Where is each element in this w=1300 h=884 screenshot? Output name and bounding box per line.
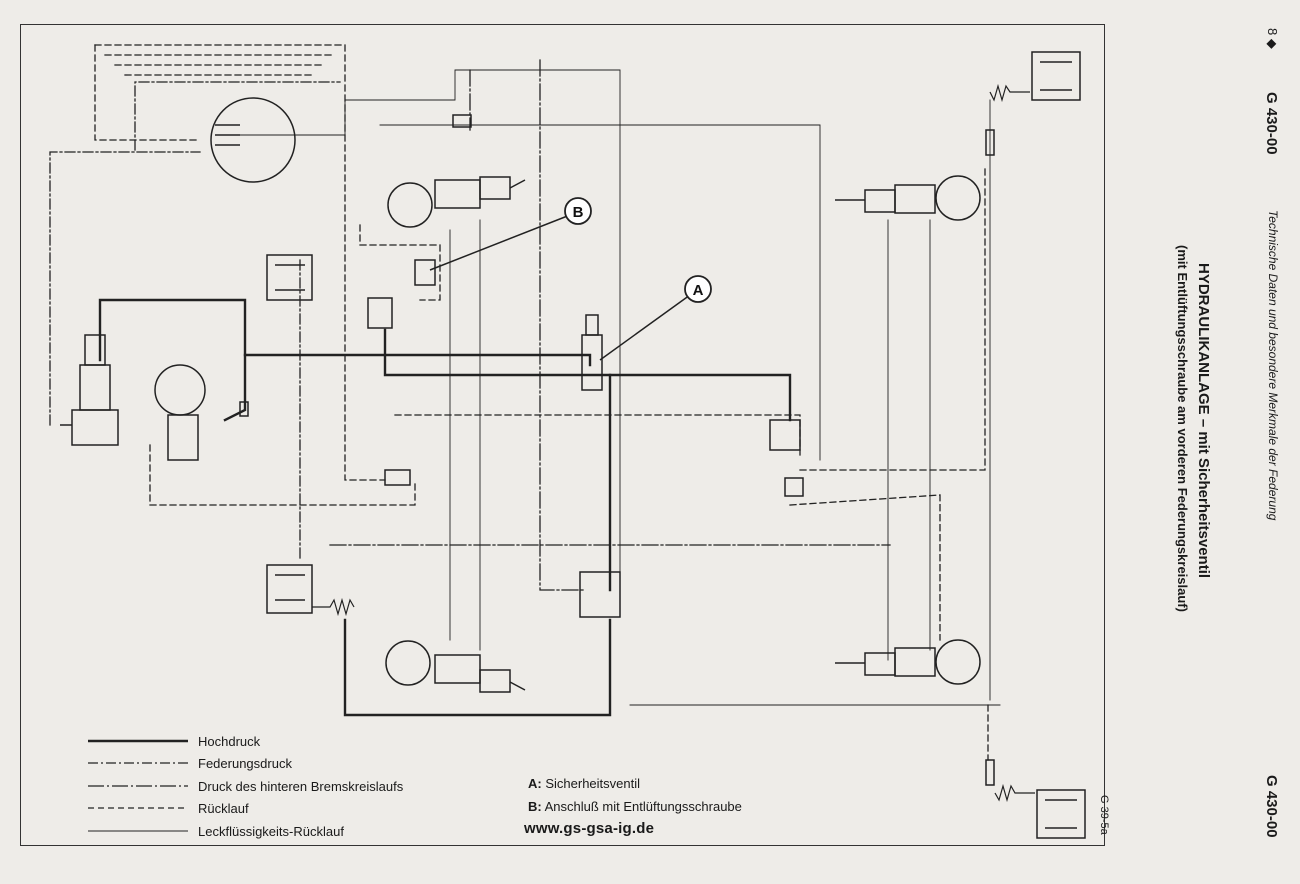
legend-line-long-dash-dot xyxy=(88,785,188,787)
note-b: B: Anschluß mit Entlüftungsschraube xyxy=(528,799,742,814)
diagram-subtitle: (mit Entlüftungsschraube am vorderen Fed… xyxy=(1175,245,1190,612)
note-a: A: Sicherheitsventil xyxy=(528,776,640,791)
legend-line-dashed xyxy=(88,807,188,809)
svg-text:B: B xyxy=(573,204,584,221)
page-number: 8 ◆ xyxy=(1265,28,1280,49)
legend-leckfluessigkeit: Leckflüssigkeits-Rücklauf xyxy=(88,821,344,841)
valves xyxy=(367,114,995,786)
doc-code-bottom: G 430-00 xyxy=(1263,775,1280,838)
drawing-frame xyxy=(20,24,1105,846)
legend-line-thin xyxy=(88,830,188,832)
pressure-regulator-sphere xyxy=(210,97,296,183)
legend-bremskreislauf: Druck des hinteren Bremskreislaufs xyxy=(88,776,403,796)
legend-hochdruck: Hochdruck xyxy=(88,731,260,751)
high-pressure-lines xyxy=(98,298,792,717)
svg-text:A: A xyxy=(693,282,704,299)
note-text: Anschluß mit Entlüftungsschraube xyxy=(544,799,742,814)
marker-b-pointer xyxy=(429,214,571,271)
front-right-suspension xyxy=(835,175,981,221)
front-left-suspension xyxy=(387,176,526,228)
legend-label: Hochdruck xyxy=(198,733,261,749)
legend-line-dash-dot xyxy=(88,762,188,764)
legend-label: Druck des hinteren Bremskreislaufs xyxy=(198,778,404,794)
diagram-title: HYDRAULIKANLAGE – mit Sicherheitsventil xyxy=(1195,263,1212,579)
legend-label: Leckflüssigkeits-Rücklauf xyxy=(198,823,344,839)
marker-a-pointer xyxy=(599,294,691,361)
marker-a: A xyxy=(684,275,712,303)
marker-b: B xyxy=(564,197,592,225)
brake-calipers xyxy=(266,51,1086,839)
note-key: A: xyxy=(528,776,542,791)
hydraulic-pump xyxy=(60,334,119,446)
section-title: Technische Daten und besondere Merkmale … xyxy=(1266,210,1280,521)
legend-label: Rücklauf xyxy=(198,800,249,816)
legend-label: Federungsdruck xyxy=(198,755,292,771)
springs xyxy=(312,83,1035,803)
leak-return-lines xyxy=(234,69,1001,706)
suspension-pressure-lines xyxy=(49,81,341,561)
doc-code-top: G 430-00 xyxy=(1263,92,1280,155)
return-lines xyxy=(94,44,989,761)
legend-federungsdruck: Federungsdruck xyxy=(88,753,292,773)
website-link[interactable]: www.gs-gsa-ig.de xyxy=(524,820,655,837)
note-key: B: xyxy=(528,799,542,814)
legend-ruecklauf: Rücklauf xyxy=(88,798,249,818)
rear-brake-lines xyxy=(329,59,891,591)
rear-right-suspension xyxy=(835,639,981,685)
figure-reference: G 39-5a xyxy=(1098,795,1110,835)
main-accumulator xyxy=(154,364,249,461)
legend-line-solid-thick xyxy=(88,739,188,743)
rear-left-suspension xyxy=(385,640,526,693)
note-text: Sicherheitsventil xyxy=(545,776,640,791)
